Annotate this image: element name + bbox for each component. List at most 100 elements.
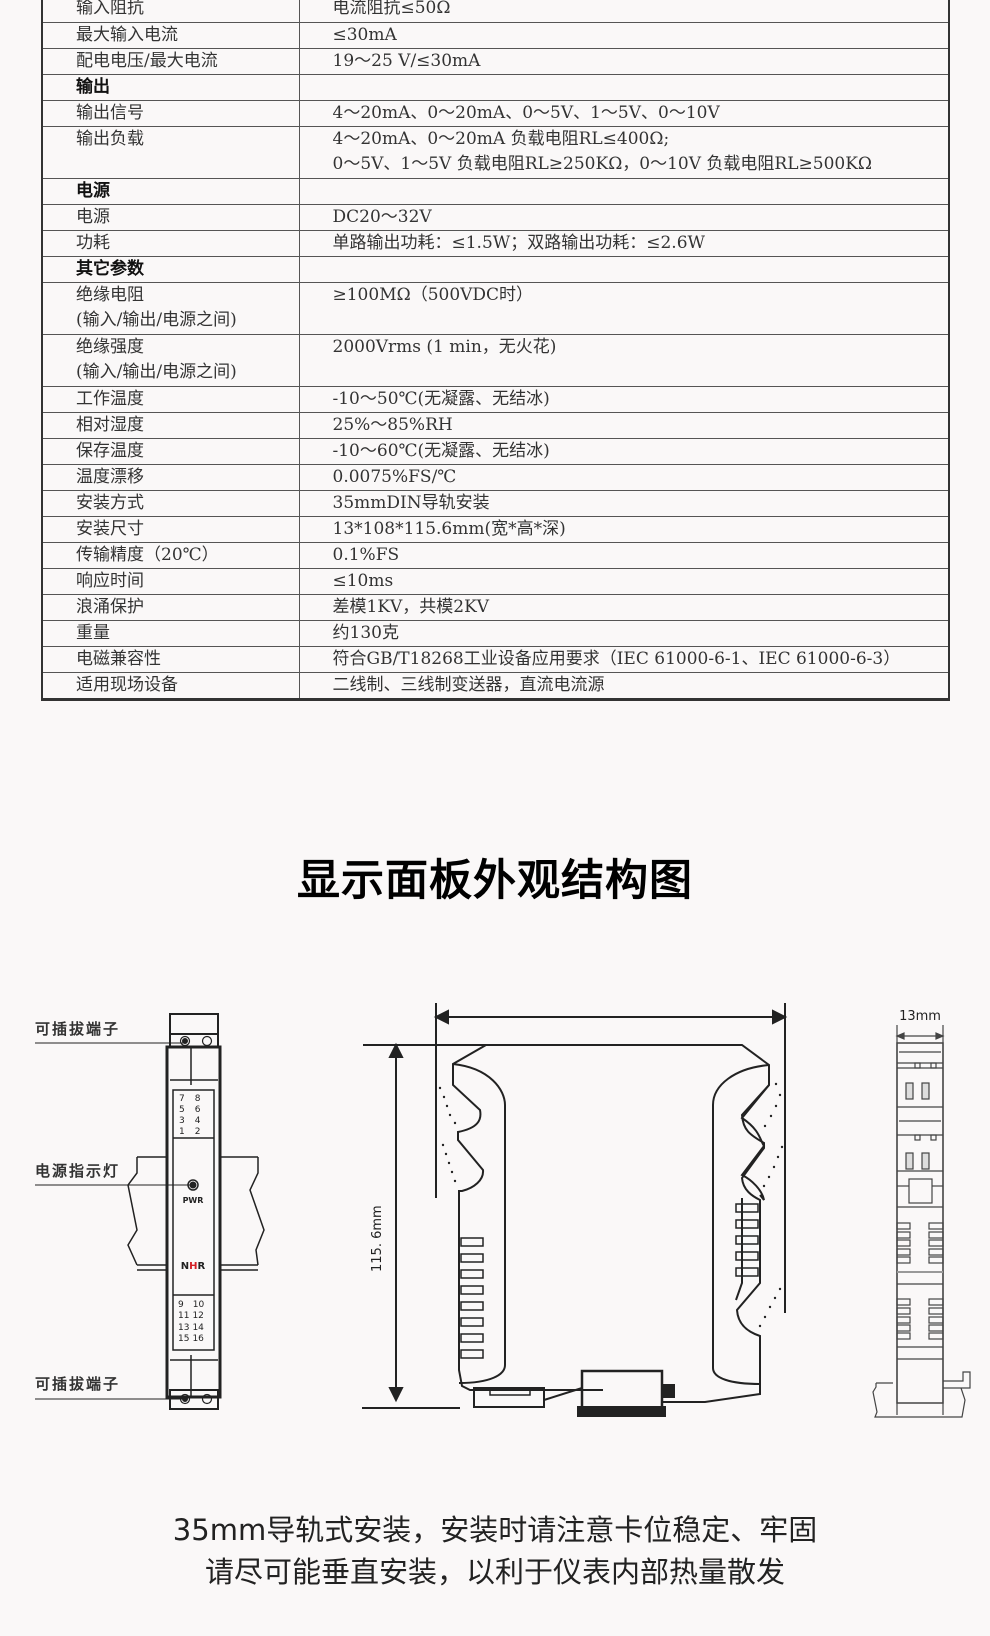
- spec-value-text: 电流阻抗≤50Ω: [332, 0, 451, 18]
- spec-key-text: 工作温度: [76, 388, 144, 409]
- spec-key: 电源: [42, 203, 300, 230]
- spec-value: 0.1%FS: [299, 541, 949, 568]
- spec-value: ​: [299, 73, 949, 100]
- spec-key-text: 电磁兼容性: [76, 648, 161, 669]
- spec-key: 响应时间: [42, 567, 300, 594]
- spec-row: 安装尺寸 13*108*115.6mm(宽*高*深): [42, 515, 949, 542]
- spec-row: 输出负载 4～20mA、0～20mA 负载电阻RL≤400Ω;0～5V、1～5V …: [42, 125, 949, 178]
- spec-value-text: ≥100MΩ（500VDC时）: [332, 284, 534, 305]
- spec-key: 安装方式: [42, 489, 300, 516]
- spec-key-text: 电源: [76, 180, 110, 201]
- spec-value: 35mmDIN导轨安装: [299, 489, 949, 516]
- spec-value: DC20～32V: [299, 203, 949, 230]
- spec-value-text: 13*108*115.6mm(宽*高*深): [332, 518, 566, 539]
- spec-key-text: 电源: [76, 206, 110, 227]
- spec-key: 保存温度: [42, 437, 300, 464]
- spec-value: ≥100MΩ（500VDC时）: [299, 281, 949, 334]
- spec-row: 工作温度 -10～50℃(无凝露、无结冰): [42, 385, 949, 412]
- spec-key-text: 输出负载: [76, 128, 144, 149]
- spec-table: 输入阻抗 电流阻抗≤50Ω 最大输入电流 ≤30mA 配电电压/最大电流 19～25 V/…: [41, 0, 950, 701]
- spec-key-subtext: (输入/输出/电源之间): [76, 309, 237, 330]
- spec-key: 工作温度: [42, 385, 300, 412]
- spec-key: 输入阻抗: [42, 0, 300, 22]
- spec-key: 绝缘强度(输入/输出/电源之间): [42, 333, 300, 386]
- spec-value-text: ≤10ms: [332, 570, 394, 591]
- spec-key-text: 输入阻抗: [76, 0, 144, 18]
- spec-value-text: 符合GB/T18268工业设备应用要求（IEC 61000-6-1、IEC 61…: [332, 648, 901, 669]
- spec-row: 适用现场设备二线制、三线制变送器，直流电流源: [42, 671, 949, 699]
- spec-row: 相对湿度 25%～85%RH: [42, 411, 949, 438]
- spec-key-text: 安装方式: [76, 492, 144, 513]
- spec-row: 温度漂移 0.0075%FS/℃: [42, 463, 949, 490]
- end-view-device: [872, 1025, 971, 1418]
- spec-key: 配电电压/最大电流: [42, 47, 300, 74]
- callout-terminal-bottom: 可插拔端子: [35, 1375, 121, 1393]
- spec-key: 重量: [42, 619, 300, 646]
- spec-value-text: -10～50℃(无凝露、无结冰): [332, 388, 550, 409]
- spec-row: 重量 约130克: [42, 619, 949, 646]
- side-view-device: [362, 1003, 788, 1417]
- spec-key-subtext: (输入/输出/电源之间): [76, 361, 237, 382]
- spec-value: ​: [299, 177, 949, 204]
- spec-row: 绝缘强度(输入/输出/电源之间)2000Vrms (1 min，无火花): [42, 333, 949, 386]
- depth-dimension-label: 115. 6mm: [370, 1205, 385, 1272]
- spec-key-text: 相对湿度: [76, 414, 144, 435]
- spec-row: 浪涌保护差模1KV，共模2KV: [42, 593, 949, 620]
- spec-key: 电源: [42, 177, 300, 204]
- pwr-label: PWR: [183, 1196, 204, 1205]
- spec-key-text: 传输精度（20℃）: [76, 544, 219, 565]
- spec-key: 其它参数: [42, 255, 300, 282]
- spec-value: 0.0075%FS/℃: [299, 463, 949, 490]
- spec-value: 4～20mA、0～20mA、0～5V、1～5V、0～10V: [299, 99, 949, 126]
- spec-key-text: 保存温度: [76, 440, 144, 461]
- spec-value: 13*108*115.6mm(宽*高*深): [299, 515, 949, 542]
- spec-value: 4～20mA、0～20mA 负载电阻RL≤400Ω;0～5V、1～5V 负载电阻…: [299, 125, 949, 178]
- spec-key: 相对湿度: [42, 411, 300, 438]
- spec-key-text: 响应时间: [76, 570, 144, 591]
- spec-value-text: -10～60℃(无凝露、无结冰): [332, 440, 550, 461]
- spec-key-text: 配电电压/最大电流: [76, 50, 218, 71]
- spec-value: 19～25 V/≤30mA: [299, 47, 949, 74]
- spec-key-text: 功耗: [76, 232, 110, 253]
- spec-key-text: 温度漂移: [76, 466, 144, 487]
- spec-key-text: 浪涌保护: [76, 596, 144, 617]
- front-view-device: [35, 1013, 265, 1410]
- spec-value-text: DC20～32V: [332, 206, 432, 227]
- spec-key: 安装尺寸: [42, 515, 300, 542]
- spec-row: 输入阻抗 电流阻抗≤50Ω: [42, 0, 949, 22]
- spec-key-text: 输出: [76, 76, 110, 97]
- spec-value-text: 35mmDIN导轨安装: [332, 492, 490, 513]
- spec-key: 输出: [42, 73, 300, 100]
- spec-key: 最大输入电流: [42, 21, 300, 48]
- spec-value: 二线制、三线制变送器，直流电流源: [299, 671, 949, 699]
- spec-value: ​: [299, 255, 949, 282]
- spec-value-text: 0.1%FS: [332, 544, 400, 565]
- spec-value-text: 4～20mA、0～20mA 负载电阻RL≤400Ω;: [332, 128, 670, 149]
- spec-value-text: 约130克: [332, 622, 399, 643]
- spec-key: 适用现场设备: [42, 671, 300, 699]
- callout-terminal-top: 可插拔端子: [35, 1020, 121, 1038]
- spec-key: 输出负载: [42, 125, 300, 178]
- spec-key-text: 最大输入电流: [76, 24, 178, 45]
- spec-key: 传输精度（20℃）: [42, 541, 300, 568]
- spec-value-text: 25%～85%RH: [332, 414, 453, 435]
- section-header-row: 输出 ​: [42, 73, 949, 100]
- spec-row: 功耗 单路输出功耗：≤1.5W；双路输出功耗：≤2.6W: [42, 229, 949, 256]
- spec-key: 输出信号: [42, 99, 300, 126]
- spec-value-text: 0.0075%FS/℃: [332, 466, 457, 487]
- spec-value-text: ≤30mA: [332, 24, 397, 45]
- spec-value: 25%～85%RH: [299, 411, 949, 438]
- section-header-row: 其它参数​: [42, 255, 949, 282]
- spec-value-text: 单路输出功耗：≤1.5W；双路输出功耗：≤2.6W: [332, 232, 706, 253]
- spec-key-text: 绝缘电阻: [76, 284, 144, 305]
- spec-row: 安装方式 35mmDIN导轨安装: [42, 489, 949, 516]
- spec-row: 电磁兼容性 符合GB/T18268工业设备应用要求（IEC 61000-6-1、I…: [42, 645, 949, 672]
